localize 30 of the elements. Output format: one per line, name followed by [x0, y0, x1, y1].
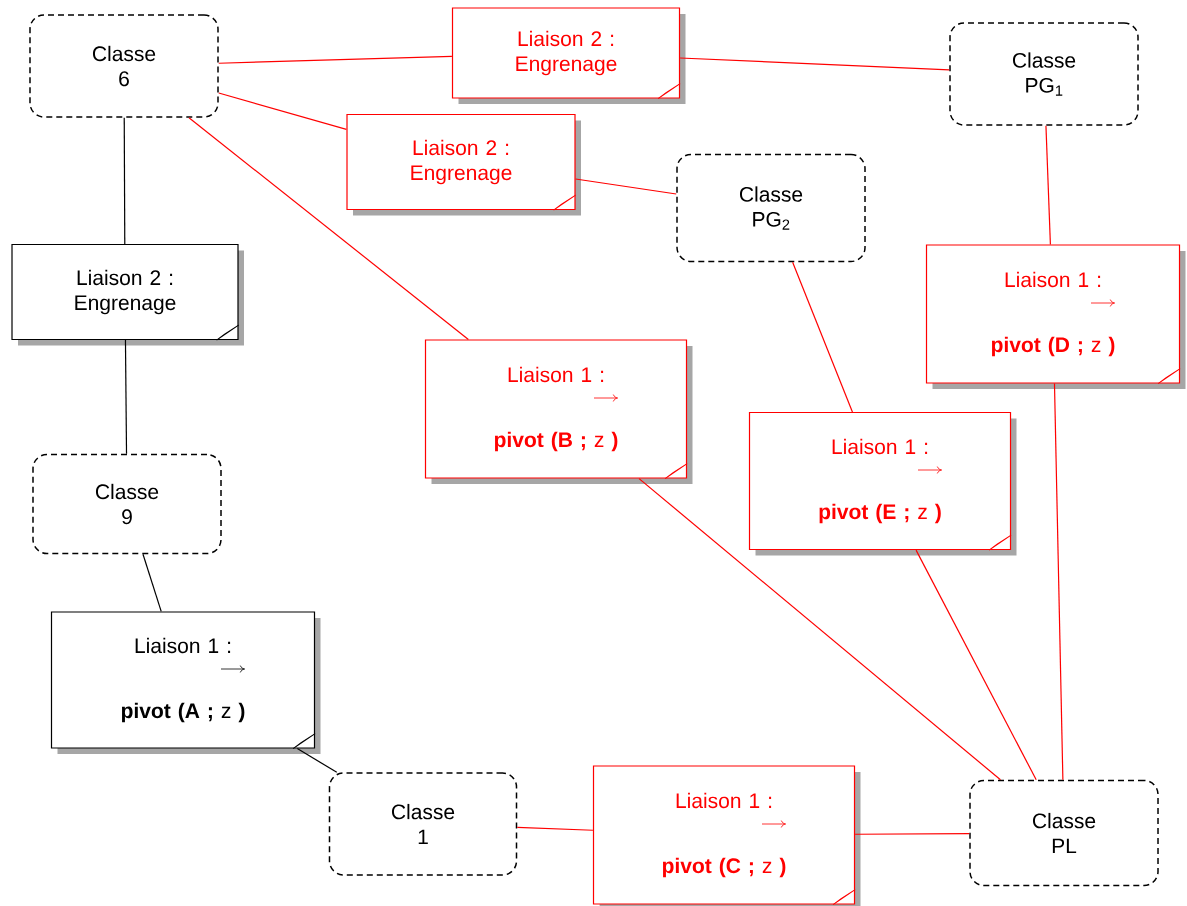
- class-box: Classe PL: [969, 779, 1159, 887]
- connector-line: [296, 748, 338, 773]
- connector-line: [516, 826, 594, 831]
- connector-line: [123, 117, 126, 245]
- class-box: Classe 1: [328, 772, 518, 876]
- connector-line: [638, 478, 1002, 781]
- note-box: Liaison 2 : Engrenage: [11, 243, 244, 346]
- class-box: Classe 6: [29, 14, 219, 118]
- connector-line: [124, 339, 128, 455]
- connector-line: [915, 549, 1037, 781]
- note-box: Liaison 1 : pivot (C ; z ): [592, 765, 861, 906]
- connector-line: [218, 55, 453, 64]
- connector-line: [854, 832, 970, 835]
- connector-line: [218, 92, 347, 131]
- connector-line: [1045, 125, 1051, 245]
- class-box: Classe PG$_{2}$: [676, 153, 866, 263]
- note-box: Liaison 1 : pivot (D ; z ): [925, 244, 1186, 389]
- connector-line: [575, 178, 677, 195]
- connector-line: [142, 553, 162, 612]
- class-box: Classe 9: [32, 453, 222, 555]
- note-box: Liaison 2 : Engrenage: [346, 113, 581, 216]
- note-box: Liaison 1 : pivot (B ; z ): [424, 339, 693, 484]
- class-box: Classe PG$_{1}$: [949, 22, 1139, 126]
- note-box: Liaison 2 : Engrenage: [451, 7, 686, 104]
- connector-line: [679, 57, 950, 71]
- connector-line: [1053, 383, 1064, 781]
- note-box: Liaison 1 : pivot (A ; z ): [50, 611, 321, 754]
- connector-line: [188, 117, 469, 340]
- note-box: Liaison 1 : pivot (E ; z ): [748, 411, 1017, 556]
- connector-line: [792, 261, 853, 413]
